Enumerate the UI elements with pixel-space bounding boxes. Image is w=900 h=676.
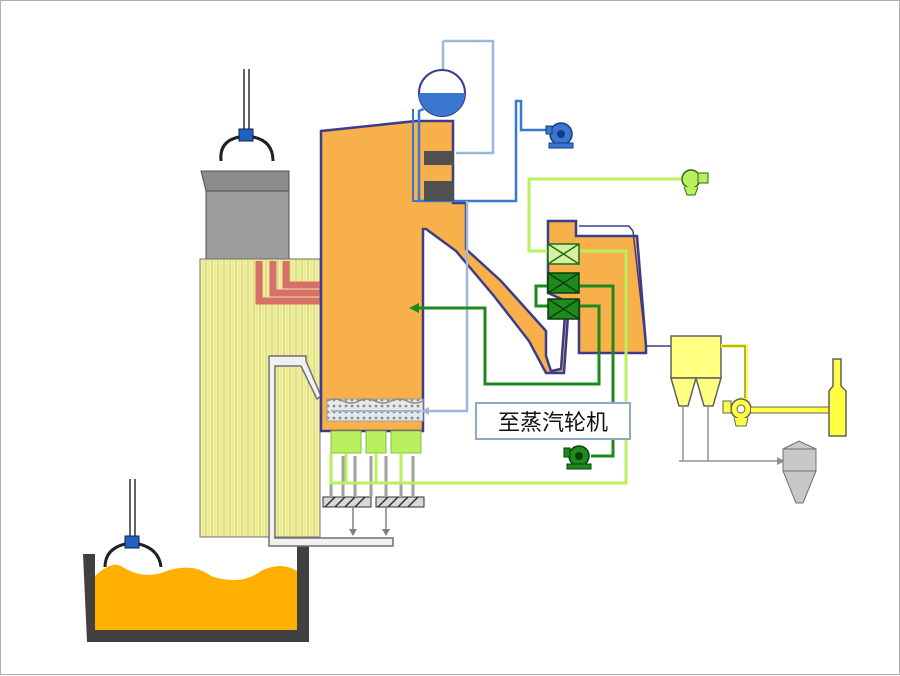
steam-drum-icon bbox=[418, 69, 466, 117]
grab-crane-icon bbox=[219, 69, 275, 162]
induced-draft-fan-icon bbox=[722, 398, 830, 427]
grate-wave bbox=[326, 398, 424, 404]
bunker-refuse bbox=[95, 564, 297, 630]
chimney-icon bbox=[828, 358, 847, 437]
circulation-pump-icon bbox=[563, 445, 592, 470]
econ-loop bbox=[409, 284, 615, 458]
turbine-label-text: 至蒸汽轮机 bbox=[497, 411, 608, 436]
superheater-1 bbox=[424, 151, 454, 165]
flue-duct bbox=[255, 261, 323, 305]
feed-hopper bbox=[200, 170, 290, 260]
boiler-furnace bbox=[319, 119, 648, 433]
ash-conveyor bbox=[268, 355, 394, 547]
refuse-bunker bbox=[83, 406, 309, 642]
ash-silo-icon bbox=[782, 440, 817, 504]
turbine-label: 至蒸汽轮机 bbox=[475, 402, 631, 440]
refuse-chute bbox=[199, 258, 321, 538]
heat-exchanger bbox=[547, 243, 580, 320]
superheater-2 bbox=[424, 181, 454, 201]
feedwater-pump-icon bbox=[545, 122, 574, 149]
ash-discharge bbox=[322, 456, 425, 536]
grab-crane-icon bbox=[103, 479, 163, 568]
flue-gas-duct bbox=[579, 225, 671, 347]
water-line bbox=[331, 99, 546, 415]
air-boxes bbox=[330, 430, 422, 454]
fly-ash-line bbox=[679, 406, 785, 465]
air-fan-icon bbox=[681, 169, 709, 196]
bag-filter bbox=[670, 335, 748, 407]
air-line bbox=[329, 177, 681, 485]
